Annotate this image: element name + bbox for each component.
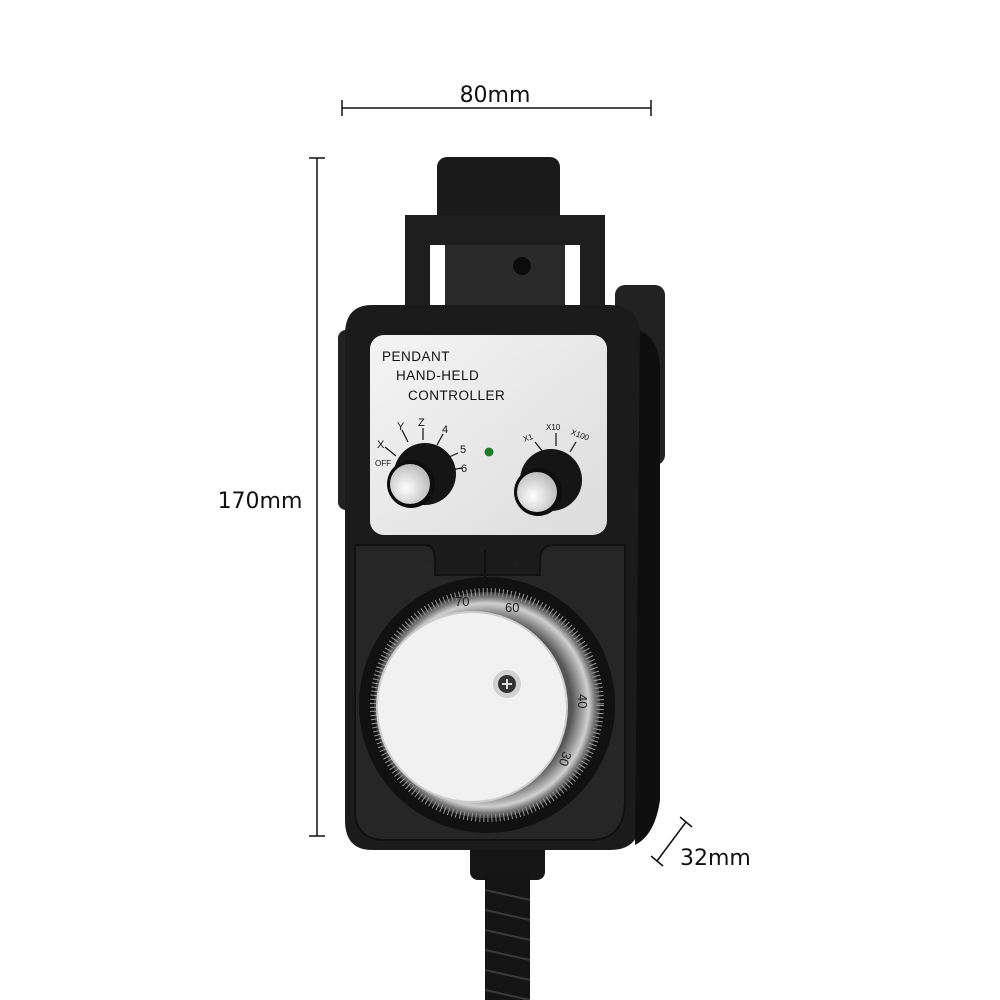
width-label: 80mm [460, 83, 531, 108]
dial-number-40: 40 [575, 694, 590, 708]
coiled-cable [470, 840, 545, 1000]
step-label-x1: X1 [522, 432, 535, 444]
panel-title-line2: HAND-HELD [396, 368, 479, 383]
dial-number-70: 70 [455, 594, 469, 609]
axis-label-z: Z [418, 417, 425, 429]
panel-title-line3: CONTROLLER [408, 388, 505, 403]
axis-label-x: X [377, 439, 385, 451]
axis-scale [384, 428, 463, 471]
axis-label-5: 5 [460, 444, 466, 456]
depth-dimension: 32mm [650, 816, 751, 871]
panel-title-line1: PENDANT [382, 349, 450, 364]
step-selector-knob[interactable] [514, 449, 582, 516]
plus-direction-label: + [512, 557, 520, 572]
step-scale [534, 433, 577, 453]
status-led [484, 447, 494, 457]
depth-label: 32mm [680, 846, 751, 871]
axis-label-y: Y [397, 421, 405, 433]
dial-number-60: 60 [505, 600, 519, 615]
width-dimension: 80mm [341, 83, 652, 116]
axis-selector-knob[interactable] [387, 443, 456, 508]
height-dimension: 170mm [218, 157, 325, 837]
axis-label-4: 4 [442, 424, 448, 436]
height-label: 170mm [218, 489, 303, 514]
axis-label-off: OFF [375, 459, 391, 468]
minus-direction-label: − [427, 554, 435, 569]
belt-clip [405, 157, 605, 320]
dial-number-30: 30 [556, 750, 575, 769]
axis-label-6: 6 [461, 463, 467, 475]
handwheel[interactable] [359, 577, 615, 833]
step-label-x10: X10 [546, 423, 561, 432]
